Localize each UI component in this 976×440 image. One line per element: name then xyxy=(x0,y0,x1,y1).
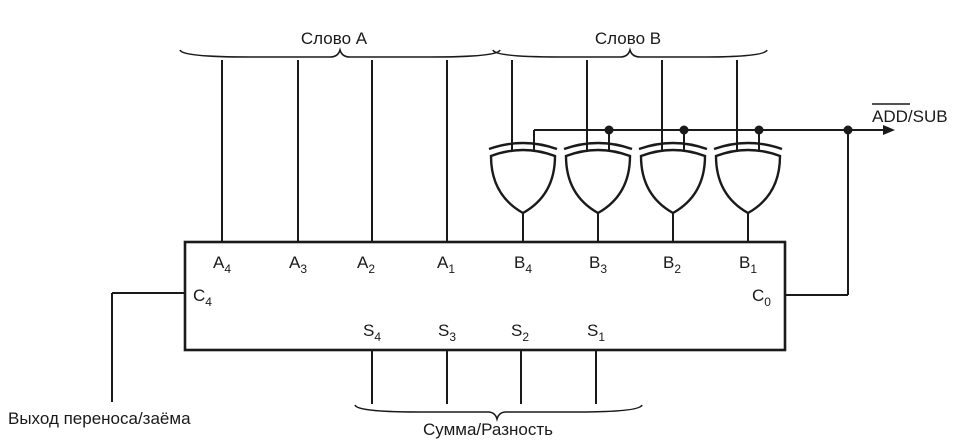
control-arrow xyxy=(883,125,895,135)
junction-dot xyxy=(754,125,764,135)
pin-s2: S2 xyxy=(511,321,529,344)
word-a-brace xyxy=(179,47,501,58)
pin-c0: C0 xyxy=(752,286,771,309)
pin-a2: A2 xyxy=(357,253,375,276)
word-b-brace xyxy=(492,47,768,58)
sum-diff-brace xyxy=(354,404,643,422)
pin-s3: S3 xyxy=(438,321,456,344)
carry-out-label: Выход переноса/заёма xyxy=(8,409,191,428)
word-b-label: Слово B xyxy=(595,29,661,48)
xor-gate-1 xyxy=(713,141,783,242)
control-sub-label: /SUB xyxy=(908,107,948,126)
control-label: ADD/SUB xyxy=(872,107,948,126)
pin-s1: S1 xyxy=(587,321,605,344)
xor-gate-3 xyxy=(563,141,633,242)
word-a-label: Слово A xyxy=(301,29,368,48)
pin-b4: B4 xyxy=(514,253,532,276)
pin-b3: B3 xyxy=(589,253,607,276)
adder-block xyxy=(183,240,787,352)
pin-b1: B1 xyxy=(739,253,757,276)
control-add-label: ADD xyxy=(872,107,908,126)
pin-b2: B2 xyxy=(663,253,681,276)
pin-s4: S4 xyxy=(363,321,381,344)
pin-c4: C4 xyxy=(193,286,212,309)
xor-gate-4 xyxy=(488,141,558,242)
pin-a3: A3 xyxy=(289,253,307,276)
junction-dot xyxy=(604,125,614,135)
xor-gate-2 xyxy=(638,141,708,242)
junction-dot xyxy=(843,125,853,135)
pin-a1: A1 xyxy=(437,253,455,276)
sum-diff-label: Сумма/Разность xyxy=(423,420,553,439)
junction-dot xyxy=(679,125,689,135)
pin-a4: A4 xyxy=(213,253,231,276)
